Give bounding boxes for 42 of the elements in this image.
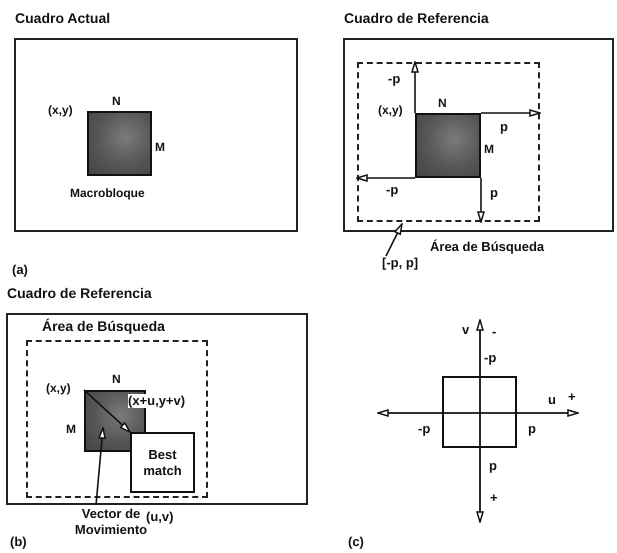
panel-letter: (b) bbox=[10, 534, 27, 550]
range-label: -p bbox=[418, 421, 430, 437]
range-label: -p bbox=[484, 350, 496, 366]
dimension-label: M bbox=[66, 422, 76, 436]
macroblock-square bbox=[415, 113, 481, 178]
dimension-label: M bbox=[484, 142, 494, 156]
range-label: p bbox=[528, 421, 536, 437]
callout-text: Área de Búsqueda bbox=[430, 239, 544, 255]
range-arrow bbox=[481, 109, 541, 117]
sign-label: - bbox=[492, 324, 496, 340]
panel-letter: (a) bbox=[12, 262, 28, 278]
axis-label: v bbox=[462, 322, 470, 338]
callout-text: [-p, p] bbox=[382, 255, 418, 271]
range-arrow bbox=[356, 174, 415, 182]
sign-label: + bbox=[490, 490, 498, 506]
panel-title: Cuadro Actual bbox=[15, 10, 110, 26]
area-title: Área de Búsqueda bbox=[42, 318, 165, 334]
vector-label: (u,v) bbox=[146, 510, 174, 524]
dimension-label: N bbox=[112, 372, 121, 386]
coordinate-label: (x,y) bbox=[48, 103, 73, 117]
leader-line bbox=[385, 223, 403, 256]
panel-title: Cuadro de Referencia bbox=[7, 285, 152, 301]
leader-line bbox=[95, 427, 106, 506]
range-arrow bbox=[477, 178, 485, 223]
range-label: p bbox=[489, 458, 497, 474]
edge-label: (x+u,y+v) bbox=[128, 394, 186, 408]
sign-label: + bbox=[568, 389, 576, 405]
range-arrow bbox=[411, 61, 419, 113]
dimension-label: M bbox=[155, 140, 165, 154]
panel-letter: (c) bbox=[348, 534, 364, 550]
motion-vector-arrow bbox=[83, 389, 131, 433]
dimension-label: N bbox=[438, 96, 447, 110]
block-caption: Macrobloque bbox=[70, 186, 145, 200]
panel-title: Cuadro de Referencia bbox=[344, 10, 489, 26]
coordinate-label: (x,y) bbox=[378, 103, 403, 117]
dimension-label: N bbox=[112, 94, 121, 108]
coordinate-label: (x,y) bbox=[46, 381, 71, 395]
macroblock-square bbox=[87, 111, 152, 176]
match-box bbox=[130, 432, 195, 493]
axis-label: u bbox=[548, 392, 556, 408]
match-label: Best match bbox=[142, 446, 183, 478]
range-square bbox=[442, 376, 517, 448]
